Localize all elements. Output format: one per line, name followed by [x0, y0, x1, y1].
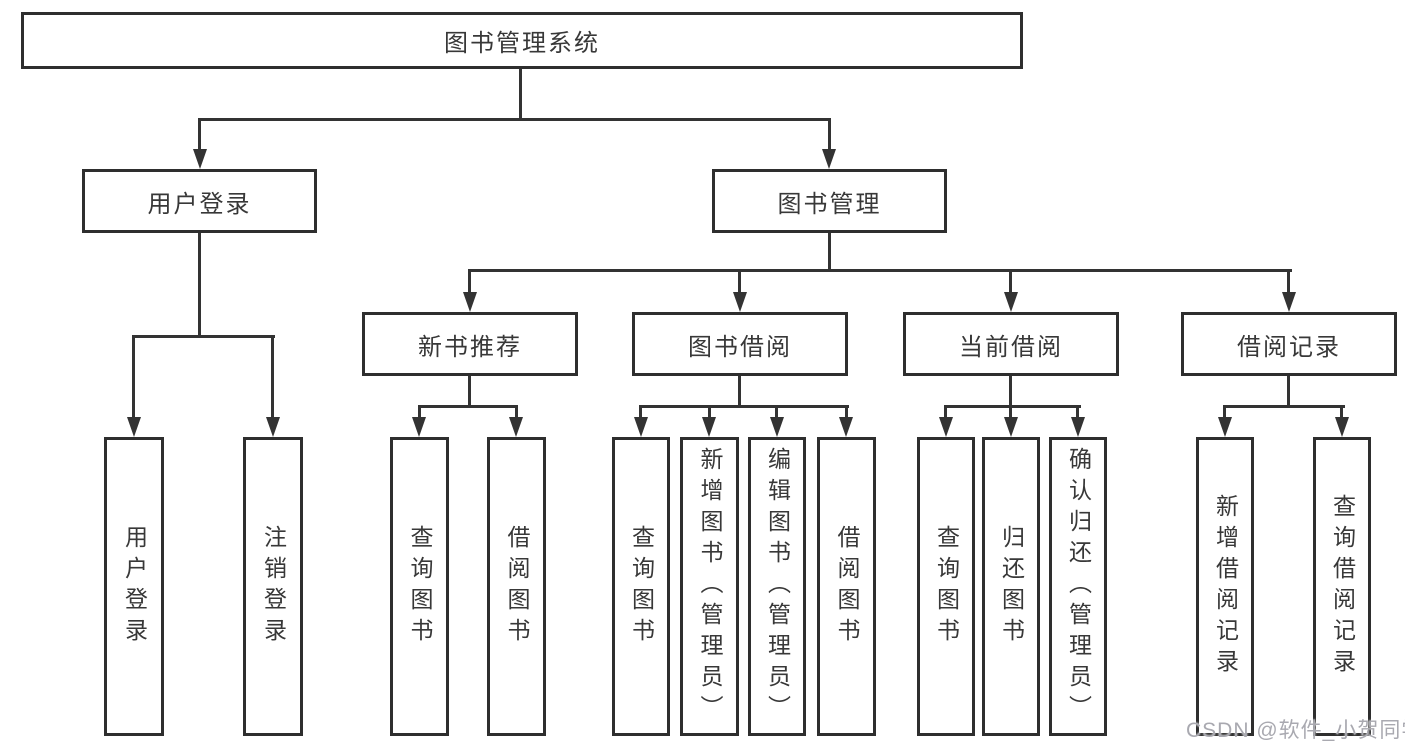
connector-line — [1340, 405, 1343, 419]
leaf-recommend-borrow-book-label: 借阅图书 — [504, 524, 530, 649]
leaf-return-book-label: 归还图书 — [998, 524, 1025, 649]
connector-line — [1009, 376, 1012, 408]
leaf-add-borrow-record-label: 新增借阅记录 — [1212, 493, 1239, 680]
connector-line — [738, 269, 741, 294]
connector-line — [1076, 405, 1079, 419]
arrow-down — [1335, 417, 1349, 437]
arrow-down — [1218, 417, 1232, 437]
arrow-down — [1282, 292, 1296, 312]
connector-line — [515, 405, 518, 419]
node-root-label: 图书管理系统 — [444, 30, 600, 57]
node-current-borrow: 当前借阅 — [903, 312, 1119, 376]
connector-line — [708, 405, 711, 419]
connector-line — [845, 405, 848, 419]
leaf-add-borrow-record: 新增借阅记录 — [1196, 437, 1254, 736]
arrow-down — [1071, 417, 1085, 437]
connector-line — [639, 405, 642, 419]
connector-line — [418, 405, 518, 408]
leaf-user-login: 用户登录 — [104, 437, 164, 736]
connector-line — [271, 335, 274, 419]
arrow-down — [702, 417, 716, 437]
leaf-borrow-book: 借阅图书 — [817, 437, 876, 736]
arrow-down — [839, 417, 853, 437]
leaf-logout-label: 注销登录 — [260, 524, 287, 649]
arrow-down — [733, 292, 747, 312]
connector-line — [944, 405, 947, 419]
arrow-down — [127, 417, 141, 437]
connector-line — [132, 335, 135, 419]
leaf-query-borrow-record-label: 查询借阅记录 — [1329, 493, 1356, 680]
csdn-watermark: CSDN @软件_小贺同学 — [1186, 719, 1405, 742]
connector-line — [1223, 405, 1345, 408]
arrow-down — [193, 149, 207, 169]
node-user-login-label: 用户登录 — [147, 190, 252, 218]
node-borrow-record-label: 借阅记录 — [1237, 333, 1341, 361]
leaf-user-login-label: 用户登录 — [121, 524, 148, 649]
node-root-library-system: 图书管理系统 — [21, 12, 1023, 69]
connector-line — [738, 376, 741, 408]
connector-line — [1287, 269, 1290, 294]
connector-line — [639, 405, 849, 408]
leaf-current-query-book: 查询图书 — [917, 437, 975, 736]
leaf-confirm-return-admin: 确认归还（管理员） — [1049, 437, 1107, 736]
leaf-edit-book-admin-label: 编辑图书（管理员） — [764, 447, 791, 726]
connector-line — [468, 269, 471, 294]
arrow-down — [634, 417, 648, 437]
arrow-down — [1004, 417, 1018, 437]
connector-line — [468, 376, 471, 408]
node-book-borrow-label: 图书借阅 — [688, 333, 792, 361]
arrow-down — [266, 417, 280, 437]
connector-line — [132, 335, 275, 338]
connector-line — [1009, 405, 1012, 419]
connector-line — [1223, 405, 1226, 419]
leaf-current-query-book-label: 查询图书 — [933, 524, 960, 649]
leaf-confirm-return-admin-label: 确认归还（管理员） — [1065, 447, 1092, 726]
arrow-down — [822, 149, 836, 169]
leaf-recommend-borrow-book: 借阅图书 — [487, 437, 546, 736]
arrow-down — [412, 417, 426, 437]
connector-line — [828, 233, 831, 271]
leaf-edit-book-admin: 编辑图书（管理员） — [748, 437, 806, 736]
arrow-down — [1004, 292, 1018, 312]
node-borrow-record: 借阅记录 — [1181, 312, 1397, 376]
leaf-borrow-book-label: 借阅图书 — [834, 524, 860, 649]
node-book-management-label: 图书管理 — [777, 190, 882, 218]
leaf-recommend-query-book-label: 查询图书 — [407, 524, 433, 649]
connector-line — [1009, 269, 1012, 294]
leaf-query-borrow-record: 查询借阅记录 — [1313, 437, 1371, 736]
leaf-logout: 注销登录 — [243, 437, 303, 736]
connector-line — [519, 69, 522, 120]
arrow-down — [770, 417, 784, 437]
node-new-book-recommend-label: 新书推荐 — [418, 333, 522, 361]
node-user-login: 用户登录 — [82, 169, 317, 233]
arrow-down — [463, 292, 477, 312]
leaf-borrow-query-book-label: 查询图书 — [628, 524, 655, 649]
connector-line — [198, 118, 831, 121]
node-book-borrow: 图书借阅 — [632, 312, 848, 376]
node-book-management: 图书管理 — [712, 169, 947, 233]
leaf-borrow-query-book: 查询图书 — [612, 437, 670, 736]
leaf-recommend-query-book: 查询图书 — [390, 437, 449, 736]
leaf-return-book: 归还图书 — [982, 437, 1040, 736]
node-new-book-recommend: 新书推荐 — [362, 312, 578, 376]
arrow-down — [939, 417, 953, 437]
leaf-add-book-admin: 新增图书（管理员） — [680, 437, 739, 736]
connector-line — [828, 118, 831, 152]
arrow-down — [509, 417, 523, 437]
leaf-add-book-admin-label: 新增图书（管理员） — [697, 447, 723, 726]
node-current-borrow-label: 当前借阅 — [959, 333, 1063, 361]
connector-line — [775, 405, 778, 419]
connector-line — [198, 233, 201, 338]
connector-line — [1287, 376, 1290, 408]
connector-line — [198, 118, 201, 152]
connector-line — [468, 269, 1292, 272]
connector-line — [944, 405, 1081, 408]
connector-line — [418, 405, 421, 419]
